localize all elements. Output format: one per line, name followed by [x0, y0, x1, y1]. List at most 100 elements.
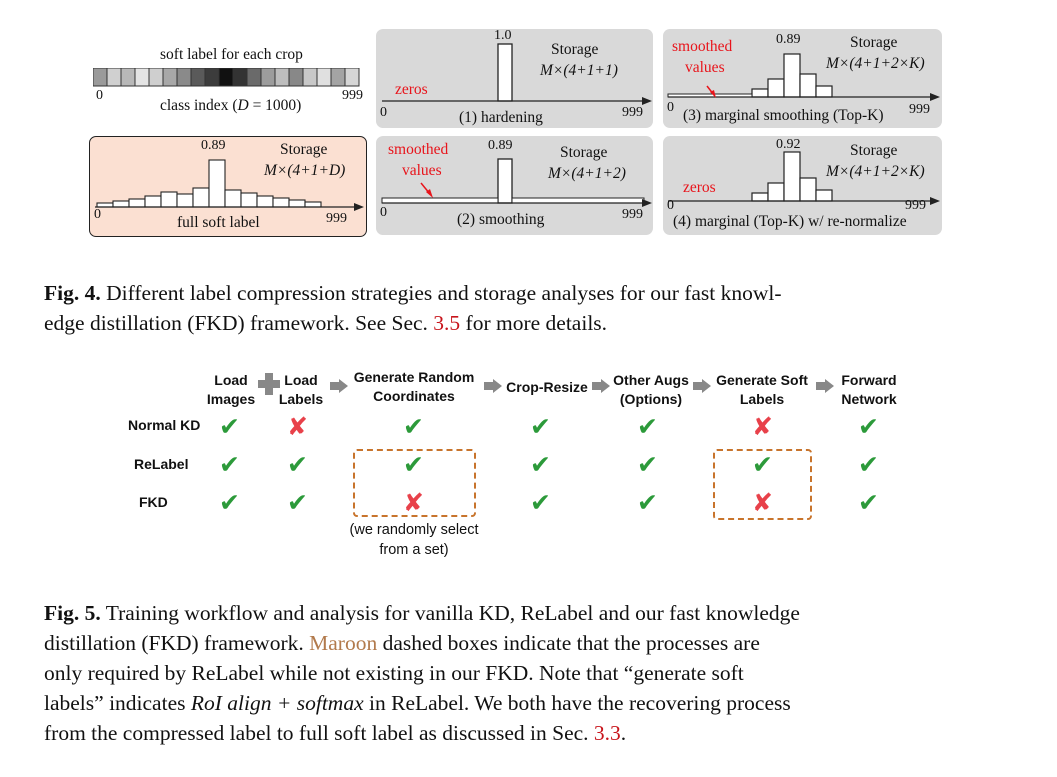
row-label-fkd: FKD [139, 494, 168, 510]
smoothing-smoothed-2: values [402, 162, 442, 179]
check-icon: ✔ [219, 488, 240, 517]
cross-icon: ✘ [287, 412, 308, 441]
fig5-caption-l4a: labels” indicates [44, 691, 191, 715]
check-icon: ✔ [752, 450, 773, 479]
hardening-axis-left: 0 [380, 105, 387, 120]
full-axis-left: 0 [94, 207, 101, 222]
fig4-caption: Fig. 4. Different label compression stra… [44, 278, 1004, 338]
fig4-caption-text2b: for more details. [460, 311, 608, 335]
marginal-renorm-storage-title: Storage [850, 142, 898, 159]
fig5-caption: Fig. 5. Training workflow and analysis f… [44, 598, 1004, 748]
check-icon: ✔ [858, 488, 879, 517]
marginal-renorm-axis-right: 999 [905, 198, 926, 213]
check-icon: ✔ [219, 450, 240, 479]
check-icon: ✔ [858, 450, 879, 479]
check-icon: ✔ [530, 488, 551, 517]
fig4-caption-text1: Different label compression strategies a… [100, 281, 782, 305]
hardening-storage-formula: M×(4+1+1) [540, 62, 618, 79]
marginal-smoothing-caption: (3) marginal smoothing (Top-K) [683, 107, 884, 124]
check-icon: ✔ [637, 488, 658, 517]
arrow-icon [330, 379, 348, 393]
dashed-box-soft-labels [713, 449, 812, 520]
marginal-smoothing-axis-left: 0 [667, 100, 674, 115]
step-other-augs: Other Augs(Options) [613, 372, 689, 407]
fig4-caption-text2a: edge distillation (FKD) framework. See S… [44, 311, 434, 335]
full-caption: full soft label [177, 214, 260, 231]
marginal-renorm-plot [668, 151, 940, 205]
fig5-caption-l4b: in ReLabel. We both have the recovering … [363, 691, 791, 715]
check-icon: ✔ [858, 412, 879, 441]
hardening-zeros: zeros [395, 81, 428, 98]
fig5-caption-l5a: from the compressed label to full soft l… [44, 721, 594, 745]
check-icon: ✔ [403, 412, 424, 441]
marginal-smoothing-plot [667, 53, 940, 101]
fig5-caption-ref[interactable]: 3.3 [593, 721, 621, 745]
fig5-caption-l2b: dashed boxes indicate that the processes… [377, 631, 760, 655]
check-icon: ✔ [219, 412, 240, 441]
arrow-icon [484, 379, 502, 393]
smoothing-value: 0.89 [488, 138, 513, 153]
smoothing-caption: (2) smoothing [457, 211, 545, 228]
marginal-renorm-value: 0.92 [776, 137, 801, 152]
check-icon: ✔ [287, 450, 308, 479]
fig5-caption-l3: only required by ReLabel while not exist… [44, 661, 744, 685]
legend-title: soft label for each crop [160, 46, 303, 63]
row-label-relabel: ReLabel [134, 456, 189, 472]
fig5-caption-maroon: Maroon [309, 631, 378, 655]
fig5-caption-label: Fig. 5. [44, 601, 101, 625]
row-label-normal-kd: Normal KD [128, 417, 201, 433]
hardening-axis-right: 999 [622, 105, 643, 120]
fig5-caption-l1: Training workflow and analysis for vanil… [100, 601, 800, 625]
marginal-smoothing-value: 0.89 [776, 32, 801, 47]
check-icon: ✔ [530, 412, 551, 441]
marginal-smoothing-storage-formula: M×(4+1+2×K) [826, 55, 925, 72]
plus-icon [258, 373, 280, 395]
panel-full-soft-label [89, 136, 367, 237]
marginal-renorm-axis-left: 0 [667, 198, 674, 213]
fig5-caption-l2: distillation (FKD) framework. [44, 631, 310, 655]
marginal-renorm-zeros: zeros [683, 179, 716, 196]
arrow-icon [693, 379, 711, 393]
legend-axis-left: 0 [96, 88, 103, 103]
full-storage-title: Storage [280, 141, 328, 158]
marginal-renorm-caption: (4) marginal (Top-K) w/ re-normalize [673, 213, 907, 230]
full-value: 0.89 [201, 138, 226, 153]
hardening-plot [382, 43, 652, 105]
cross-icon: ✘ [403, 488, 424, 517]
check-icon: ✔ [637, 450, 658, 479]
fig4-caption-ref[interactable]: 3.5 [433, 311, 461, 335]
hardening-storage-title: Storage [551, 41, 599, 58]
fig5-caption-l5b: . [620, 721, 627, 745]
check-icon: ✔ [530, 450, 551, 479]
cross-icon: ✘ [752, 412, 773, 441]
check-icon: ✔ [403, 450, 424, 479]
full-soft-label-plot [95, 159, 364, 211]
smoothing-plot [381, 158, 652, 207]
marginal-renorm-storage-formula: M×(4+1+2×K) [826, 163, 925, 180]
hardening-value: 1.0 [494, 28, 512, 43]
full-axis-right: 999 [326, 211, 347, 226]
marginal-smoothing-smoothed-1: smoothed [672, 38, 733, 55]
smoothing-storage-formula: M×(4+1+2) [548, 165, 626, 182]
marginal-smoothing-smoothed-2: values [685, 59, 725, 76]
panel-hardening [376, 29, 653, 128]
smoothing-storage-title: Storage [560, 144, 608, 161]
marginal-smoothing-storage-title: Storage [850, 34, 898, 51]
fig5-caption-l4-em: RoI align + softmax [190, 691, 364, 715]
smoothing-axis-right: 999 [622, 207, 643, 222]
hardening-caption: (1) hardening [459, 109, 543, 126]
smoothing-smoothed-1: smoothed [388, 141, 449, 158]
smoothing-axis-left: 0 [380, 205, 387, 220]
fig4-caption-label: Fig. 4. [44, 281, 101, 305]
check-icon: ✔ [637, 412, 658, 441]
legend-axis-caption: class index (D = 1000) [160, 97, 302, 114]
full-storage-formula: M×(4+1+D) [264, 162, 346, 179]
marginal-smoothing-axis-right: 999 [909, 102, 930, 117]
arrow-icon [592, 379, 610, 393]
step-crop-resize: Crop-Resize [506, 379, 588, 395]
